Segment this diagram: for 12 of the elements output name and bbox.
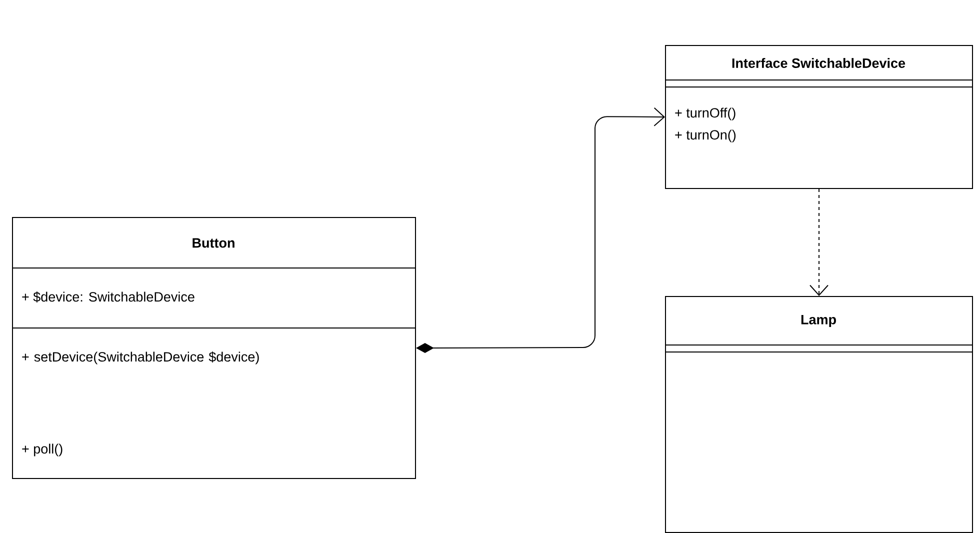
attribute-text: + $device: SwitchableDevice xyxy=(22,292,194,302)
class-name: Lamp xyxy=(801,314,836,328)
method-text: + poll() xyxy=(22,444,62,456)
method-text: + turnOn() xyxy=(675,130,736,142)
method-text: + turnOff() xyxy=(675,108,736,120)
class-name: Button xyxy=(192,238,234,248)
class-box xyxy=(12,217,416,479)
class-name: Interface SwitchableDevice xyxy=(732,58,906,68)
arrow xyxy=(810,188,828,296)
class-box xyxy=(664,296,973,533)
class-box xyxy=(664,45,973,189)
method-text: + setDevice(SwitchableDevice $device) xyxy=(22,352,259,364)
